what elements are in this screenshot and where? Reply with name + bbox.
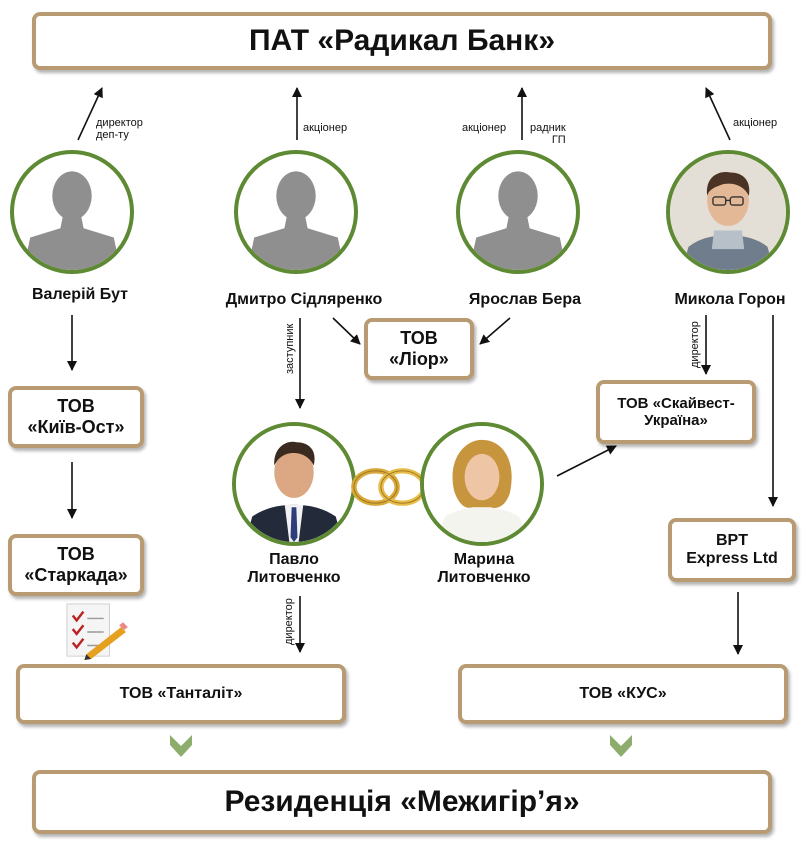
avatar-sidlyarenko: [234, 150, 358, 274]
sidlyarenko-role-label: акціонер: [303, 122, 348, 134]
name-bera: Ярослав Бера: [468, 291, 582, 308]
person-photo-icon: [236, 426, 352, 542]
deputy-label: заступник: [284, 323, 296, 374]
residence-title: Резиденція «Межигір’я»: [224, 784, 580, 818]
person-photo-icon: [424, 426, 540, 542]
person-silhouette-icon: [247, 171, 345, 270]
arrow-goron-to-bank: [705, 87, 731, 141]
goron-role-label: акціонер: [733, 117, 778, 129]
arrow-but-to-bank: [77, 87, 103, 141]
residence-box: Резиденція «Межигір’я»: [32, 770, 772, 834]
bera-role-label-2: радник ГП: [530, 122, 566, 147]
avatar-goron-photo: [666, 150, 790, 274]
name-goron: Микола Горон: [674, 291, 786, 308]
person-silhouette-icon: [23, 171, 121, 270]
company-starkada: ТОВ «Старкада»: [8, 534, 144, 596]
avatar-pavlo-photo: [232, 422, 356, 546]
avatar-maryna-photo: [420, 422, 544, 546]
person-silhouette-icon: [469, 171, 567, 270]
but-role-label: директор деп-ту: [96, 117, 143, 142]
company-tantalit: ТОВ «Танталіт»: [16, 664, 346, 724]
arrow-maryna-to-skyvest: [556, 445, 617, 477]
company-lior: ТОВ «Ліор»: [364, 318, 474, 380]
director-goron-label: директор: [689, 321, 701, 368]
avatar-bera: [456, 150, 580, 274]
company-kus: ТОВ «КУС»: [458, 664, 788, 724]
name-maryna: Марина Литовченко: [437, 551, 531, 586]
name-sidlyarenko: Дмитро Сідляренко: [225, 291, 383, 308]
arrow-bera-to-lior: [479, 317, 511, 345]
bera-role-label-1: акціонер: [462, 122, 507, 134]
company-kyiv-ost: ТОВ «Київ-Ост»: [8, 386, 144, 448]
name-pavlo: Павло Литовченко: [247, 551, 341, 586]
company-skyvest: ТОВ «Скайвест- Україна»: [596, 380, 756, 444]
bank-box: ПАТ «Радикал Банк»: [32, 12, 772, 70]
company-bpt-express: BPT Express Ltd: [668, 518, 796, 582]
director-pavlo-label: директор: [283, 598, 295, 645]
checklist-pencil-icon: [66, 603, 128, 660]
chevron-down-icon: [610, 735, 632, 757]
name-but: Валерій Бут: [31, 286, 129, 303]
arrow-sidlyarenko-to-lior: [332, 317, 361, 345]
chevron-down-icon: [170, 735, 192, 757]
bank-title: ПАТ «Радикал Банк»: [248, 23, 556, 57]
avatar-but: [10, 150, 134, 274]
person-photo-icon: [670, 154, 786, 270]
